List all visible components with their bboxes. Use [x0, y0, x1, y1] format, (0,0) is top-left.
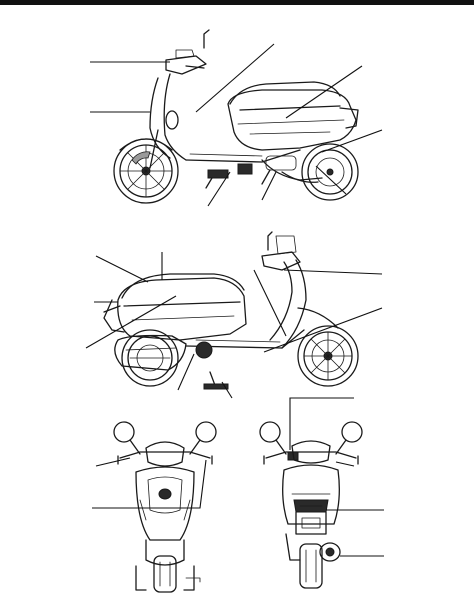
front-view-leaders: [92, 457, 207, 509]
rear-wheel: [301, 143, 359, 201]
right-side-view: [103, 231, 359, 390]
header-rule: [0, 0, 474, 5]
right-view-leaders: [85, 252, 383, 399]
left-side-view: [113, 29, 359, 204]
left-view-leaders: [90, 43, 383, 207]
front-wheel-right: [297, 325, 359, 387]
front-wheel: [113, 138, 179, 204]
front-view: [113, 421, 217, 593]
rear-view: [259, 421, 363, 589]
rear-view-leaders: [289, 397, 384, 557]
